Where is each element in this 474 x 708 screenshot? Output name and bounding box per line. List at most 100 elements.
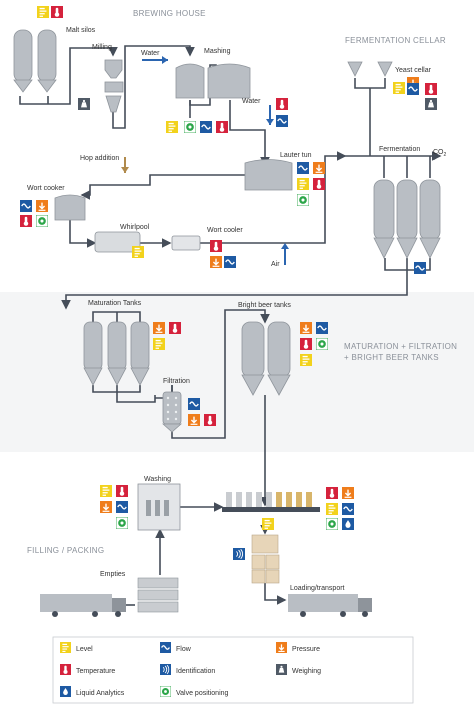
mill-body [104,81,124,93]
level-icon [326,503,338,515]
weighing-icon [425,98,437,110]
weighing-icon [78,98,90,110]
legend-level: Level [76,646,93,653]
pressure-icon [342,487,354,499]
label-filtration: Filtration [163,378,190,385]
maturation-area [0,292,474,452]
hop-arrowhead [121,167,129,173]
air-arrowhead [281,243,289,249]
pressure-icon [188,414,200,426]
level-icon [297,178,309,190]
legend-weighing: Weighing [292,668,321,675]
label-loading: Loading/transport [290,585,345,592]
malt-silo-2 [37,29,57,83]
bright-beer-tank-2 [267,321,291,378]
fermenter-2 [396,179,418,241]
flow-icon [20,200,32,212]
mash-tun-1 [175,63,205,99]
legend-valve: Valve positioning [176,690,229,697]
label-washing: Washing [144,476,171,483]
co2-arrowhead [434,152,440,160]
label-lauter-tun: Lauter tun [280,152,312,159]
malt-silo-1 [13,29,33,83]
temperature-icon [216,121,228,133]
label-yeast-cellar: Yeast cellar [395,67,432,74]
malt-silo-2-cone [37,79,57,93]
label-water-1: Water [141,50,160,57]
flow-icon [276,115,288,127]
flow-icon [297,162,309,174]
temperature-icon [276,98,288,110]
valve-positioning-icon [316,338,328,350]
bright-beer-tank-1 [241,321,265,378]
label-co2: CO2 [433,149,447,158]
legend-flow: Flow [176,646,192,653]
valve-positioning-icon [36,215,48,227]
section-title-maturation-1: MATURATION + FILTRATION [344,342,457,351]
flow-icon [116,501,128,513]
level-icon [153,338,165,350]
legend: Level Flow Pressure Temperature Identifi… [60,642,321,697]
empties-crates [137,577,179,613]
label-maturation-tanks: Maturation Tanks [88,300,142,307]
label-bright-beer-tanks: Bright beer tanks [238,302,291,309]
level-icon [166,121,178,133]
level-icon [60,642,71,653]
label-malt-silos: Malt silos [66,27,96,34]
weighing-icon [276,664,287,675]
water-arrowhead-1 [162,56,168,64]
flow-icon [407,83,419,95]
label-mashing: Mashing [204,48,231,55]
section-title-fermentation: FERMENTATION CELLAR [345,36,446,45]
wort-cooker [54,194,86,221]
pressure-icon [210,256,222,268]
pressure-icon [36,200,48,212]
pressure-icon [300,322,312,334]
filling-area [0,452,474,622]
identification-icon [233,548,245,560]
legend-temperature: Temperature [76,668,115,675]
liquid-analytics-icon [60,686,71,697]
malt-silo-1-cone [13,79,33,93]
maturation-tank-2 [107,321,127,371]
fermenter-3 [419,179,441,241]
flow-icon [316,322,328,334]
valve-positioning-icon [297,194,309,206]
maturation-tank-3 [130,321,150,371]
lauter-tun [244,159,293,191]
truck-loading [288,594,372,617]
pressure-icon [313,162,325,174]
temperature-icon [169,322,181,334]
label-wort-cooker: Wort cooker [27,185,65,192]
maturation-tank-1 [83,321,103,371]
level-icon [37,6,49,18]
label-hop-addition: Hop addition [80,155,119,162]
fermenter-1 [373,179,395,241]
temperature-icon [425,83,437,95]
temperature-icon [300,338,312,350]
level-icon [393,82,405,94]
whirlpool [94,231,141,253]
conveyor [222,507,320,512]
pressure-icon [276,642,287,653]
level-icon [132,246,144,258]
label-air: Air [271,261,280,268]
flow-icon [200,121,212,133]
legend-identification: Identification [176,668,215,675]
labels: Malt silos Milling Water Mashing Water Y… [27,27,447,592]
flow-icon [342,503,354,515]
flow-icon [224,256,236,268]
mill-outlet [105,95,122,113]
label-whirlpool: Whirlpool [120,224,150,231]
temperature-icon [20,215,32,227]
section-title-filling: FILLING / PACKING [27,546,104,555]
process-pipes [19,45,442,606]
valve-positioning-icon [116,517,128,529]
level-icon [100,485,112,497]
flow-icon [188,398,200,410]
valve-positioning-icon [160,686,171,697]
wort-cooler [171,235,201,251]
valve-positioning-icon [184,121,196,133]
